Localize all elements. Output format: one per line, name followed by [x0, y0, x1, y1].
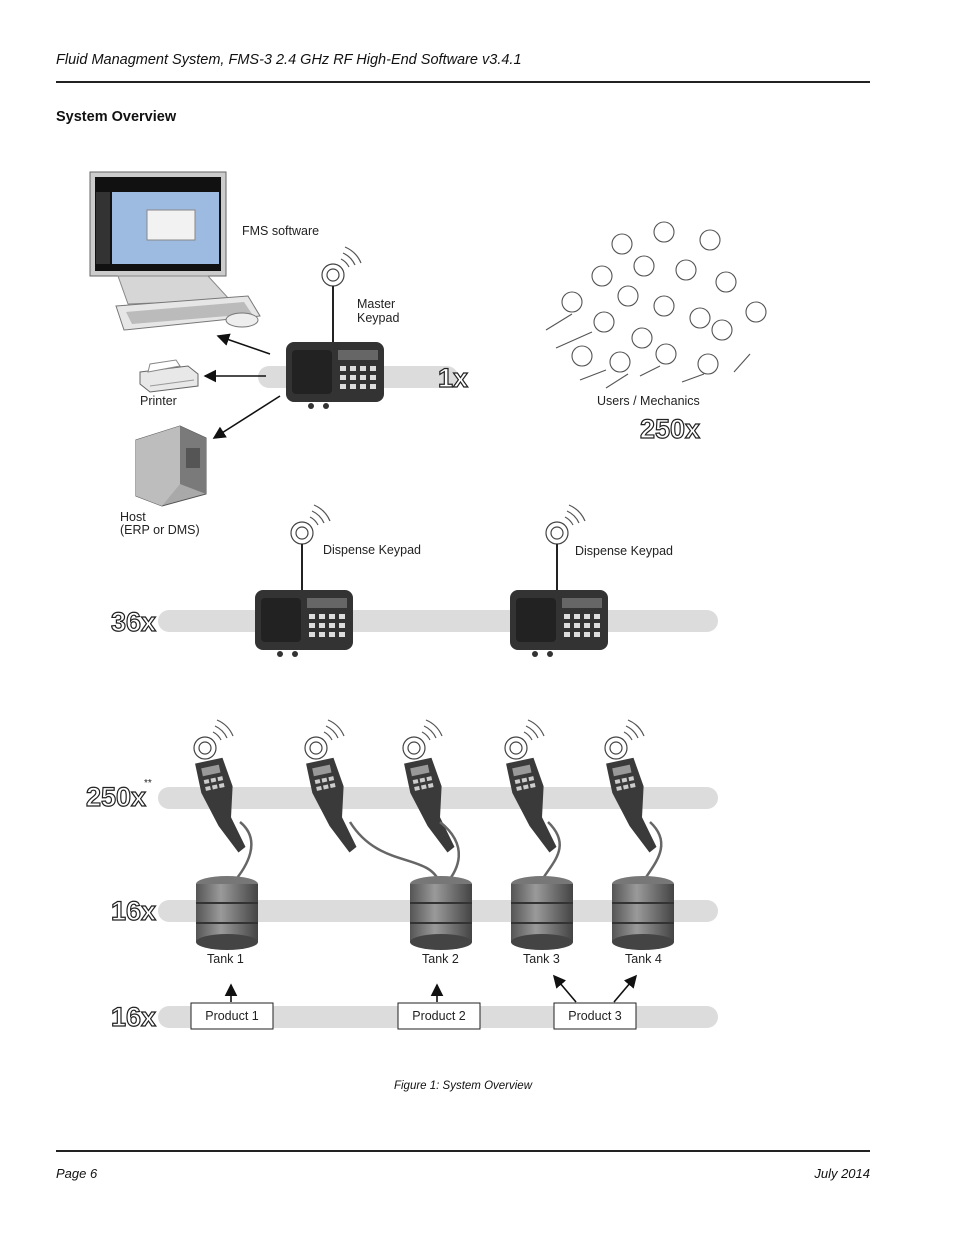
product-box-1	[190, 1002, 274, 1030]
product-label-3: Product 3	[568, 1009, 622, 1023]
tank-label-2: Tank 2	[422, 952, 459, 966]
handheld-footnote-mark: **	[144, 778, 152, 789]
users-mechanics-icon	[545, 221, 767, 389]
arrow-to-host	[212, 395, 281, 439]
master-keypad-device	[286, 342, 384, 409]
dispense-keypad-label-1: Dispense Keypad	[323, 543, 421, 557]
product-box-2	[397, 1002, 481, 1030]
dispense-count: 36x	[111, 607, 156, 637]
footer-rule	[56, 1150, 870, 1152]
printer-label: Printer	[140, 394, 177, 408]
printer-icon	[139, 359, 199, 393]
page-number: Page 6	[56, 1166, 98, 1181]
tank-drum-icon	[611, 875, 675, 951]
master-keypad-label-2: Keypad	[357, 311, 399, 325]
arrow-to-computer	[216, 333, 271, 355]
master-count: 1x	[438, 363, 468, 393]
wireless-signal-icon	[290, 504, 331, 545]
host-label-1: Host	[120, 510, 146, 524]
product-label-2: Product 2	[412, 1009, 466, 1023]
fms-software-label: FMS software	[242, 224, 319, 238]
master-keypad-label-1: Master	[357, 297, 395, 311]
dispense-keypad-device-2	[510, 590, 608, 657]
tank-drum-icon	[409, 875, 473, 951]
dispense-keypad-label-2: Dispense Keypad	[575, 544, 673, 558]
tank-drum-icon	[195, 875, 259, 951]
tank-drum-icon	[510, 875, 574, 951]
tank-label-4: Tank 4	[625, 952, 662, 966]
handheld-count: 250x	[86, 782, 146, 812]
arrow-product3-tank4	[613, 974, 638, 1003]
tank-label-3: Tank 3	[523, 952, 560, 966]
header-rule	[56, 81, 870, 83]
footer-date: July 2014	[814, 1166, 870, 1181]
computer-icon	[89, 171, 261, 331]
host-server-icon	[135, 425, 207, 507]
users-count: 250x	[640, 414, 700, 444]
tank-count: 16x	[111, 896, 156, 926]
section-title: System Overview	[56, 109, 177, 125]
dispense-bar	[158, 610, 718, 632]
product-count: 16x	[111, 1002, 156, 1032]
wireless-signal-icon	[545, 504, 586, 545]
host-label-2: (ERP or DMS)	[120, 523, 200, 537]
document-header: Fluid Managment System, FMS-3 2.4 GHz RF…	[56, 52, 522, 68]
arrow-product3-tank3	[552, 974, 577, 1003]
product-label-1: Product 1	[205, 1009, 259, 1023]
figure-caption: Figure 1: System Overview	[393, 1080, 533, 1092]
dispense-keypad-device-1	[255, 590, 353, 657]
product-box-3	[553, 1002, 637, 1030]
users-label: Users / Mechanics	[597, 394, 700, 408]
tank-label-1: Tank 1	[207, 952, 244, 966]
wireless-signal-icon	[321, 246, 362, 287]
